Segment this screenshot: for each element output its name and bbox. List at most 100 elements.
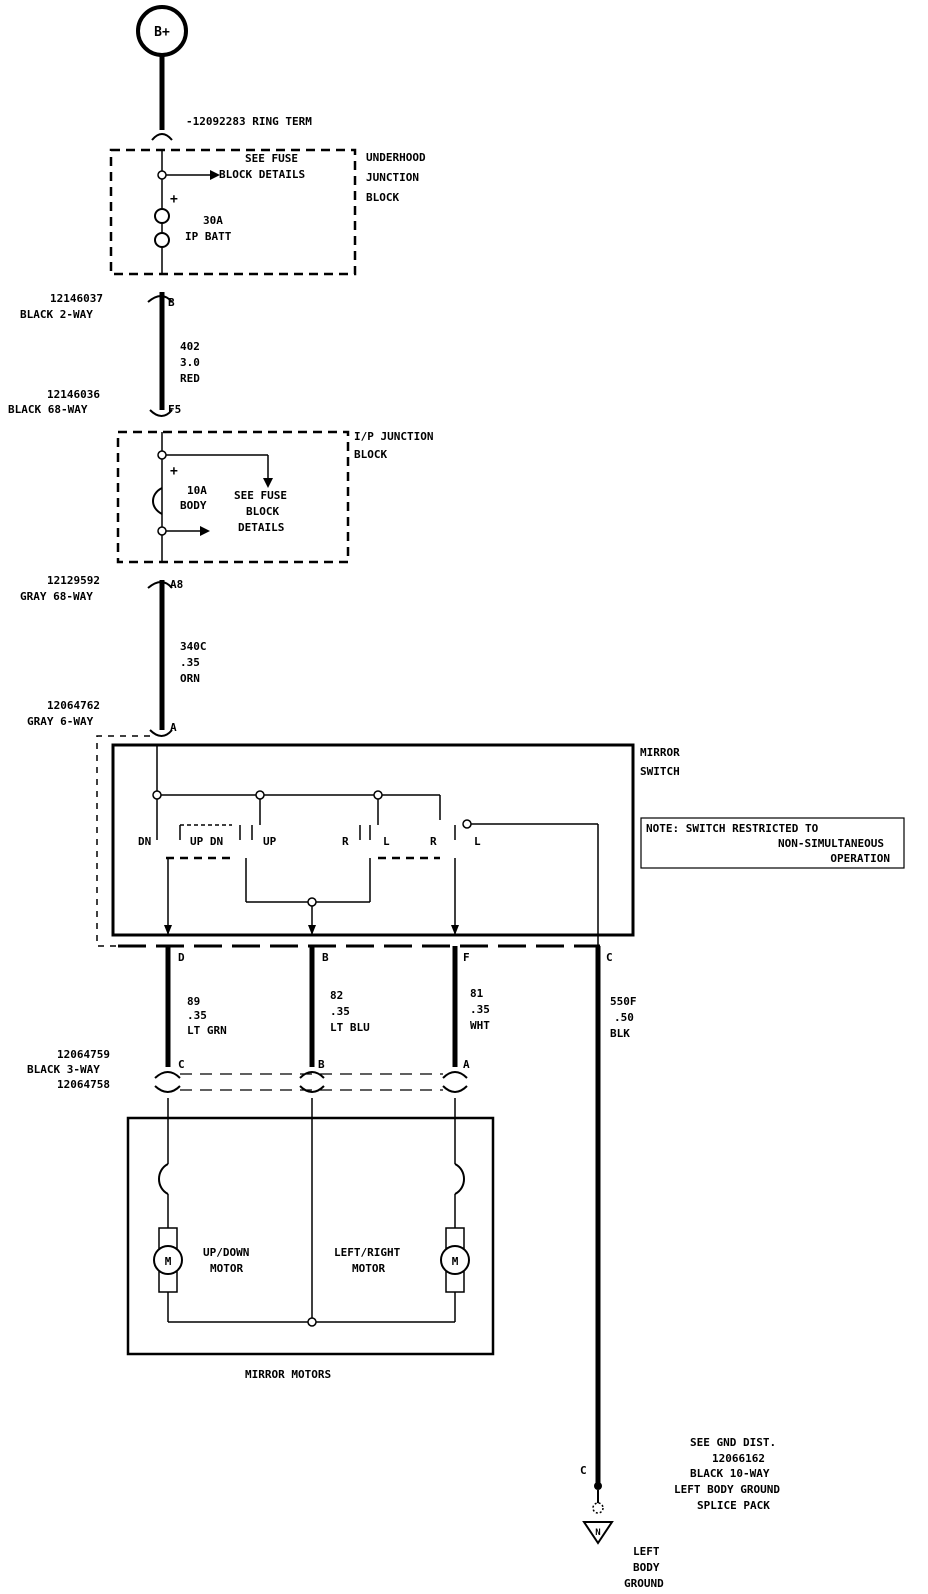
conn-a8-desc: GRAY 68-WAY [20,590,93,603]
ring-term-label: -12092283 RING TERM [186,115,312,128]
underhood-title-1: UNDERHOOD [366,151,426,164]
battery-positive-source: B+ [136,5,188,57]
leftright-motor-symbol: M [452,1255,459,1268]
fuse-30a-icon [154,208,170,224]
wire-402-size: 3.0 [180,356,200,369]
fuse-10a-icon [152,487,163,515]
ground-icon [582,1521,614,1545]
pin-f: F [463,951,470,964]
note-box: NOTE: SWITCH RESTRICTED TO NON-SIMULTANE… [640,817,905,869]
note-line-3: OPERATION [830,852,890,865]
ip-junction-block: + 10A BODY SEE FUSE BLOCK DETAILS I/P JU… [116,430,433,564]
note-line-2: NON-SIMULTANEOUS [778,837,884,850]
fuse-30a-rating: 30A [203,214,223,227]
wire-340c-color: ORN [180,672,200,685]
conn-f5-symbol [149,409,173,417]
mirror-switch: DN UP DN UP R L R L MIRROR SWITCH [96,735,680,948]
conn-3way-part2: 12064758 [57,1078,110,1091]
wire-550f-number: 550F [610,995,637,1008]
ground-see-3: BLACK 10-WAY [690,1467,770,1480]
conn-f5-pin: F5 [168,403,181,416]
underhood-title-2: JUNCTION [366,171,419,184]
updown-motor-icon [153,1245,183,1275]
conn-a8-part: 12129592 [47,574,100,587]
switch-label-l1: L [383,835,390,848]
conn-a-part: 12064762 [47,699,100,712]
updown-motor-label-2: MOTOR [210,1262,243,1275]
ground-see-2: 12066162 [712,1452,765,1465]
wire-340c-number: 340C [180,640,207,653]
underhood-title-3: BLOCK [366,191,399,204]
switch-label-dn: DN [138,835,151,848]
pin-b-switch: B [322,951,329,964]
conn-3way-pin-a: A [463,1058,470,1071]
note-line-1: NOTE: SWITCH RESTRICTED TO [646,822,819,835]
conn-b-pin: B [168,296,175,309]
pin-d: D [178,951,185,964]
mirror-switch-title-2: SWITCH [640,765,680,778]
switch-label-r2: R [430,835,437,848]
ground-pin-c: C [580,1464,587,1477]
conn-a-symbol [149,729,173,737]
conn-3way-desc: BLACK 3-WAY [27,1063,100,1076]
underhood-see-fuse-2: BLOCK DETAILS [219,168,305,181]
plus-mark: + [170,192,178,207]
conn-3way-part1: 12064759 [57,1048,110,1061]
wire-89-size: .35 [187,1009,207,1022]
ground-label-1: LEFT [633,1545,660,1558]
underhood-junction-block: + SEE FUSE BLOCK DETAILS 30A IP BATT UND… [109,148,426,276]
wire-81-size: .35 [470,1003,490,1016]
wire-82-size: .35 [330,1005,350,1018]
updown-motor-label-1: UP/DOWN [203,1246,249,1259]
conn-3way-pin-b: B [318,1058,325,1071]
conn-b-desc: BLACK 2-WAY [20,308,93,321]
wire-340c-size: .35 [180,656,200,669]
ground-symbol-letter: N [595,1528,600,1538]
ip-see-fuse-1: SEE FUSE [234,489,287,502]
mirror-motors-caption: MIRROR MOTORS [245,1368,331,1381]
conn-a-desc: GRAY 6-WAY [27,715,94,728]
wire-82-color: LT BLU [330,1021,370,1034]
wire-402-color: RED [180,372,200,385]
ring-term-symbol [151,133,173,141]
ground-label-2: BODY [633,1561,660,1574]
mirror-switch-title-1: MIRROR [640,746,680,759]
pin-c-switch: C [606,951,613,964]
wire-81-color: WHT [470,1019,490,1032]
ground-see-1: SEE GND DIST. [690,1436,776,1449]
left-body-ground: N C SEE GND DIST. 12066162 BLACK 10-WAY … [580,1436,780,1590]
updown-motor-symbol: M [165,1255,172,1268]
conn-a8-pin: A8 [170,578,183,591]
leftright-motor-label-1: LEFT/RIGHT [334,1246,401,1259]
ip-see-fuse-3: DETAILS [238,521,284,534]
conn-f5-part: 12146036 [47,388,100,401]
battery-positive-label: B+ [154,25,170,40]
ground-label-3: GROUND [624,1577,664,1590]
underhood-see-fuse-1: SEE FUSE [245,152,298,165]
conn-f5-desc: BLACK 68-WAY [8,403,88,416]
leftright-motor-label-2: MOTOR [352,1262,385,1275]
fuse-10a-rating: 10A [187,484,207,497]
switch-label-up-dn: UP DN [190,835,223,848]
ip-see-fuse-2: BLOCK [246,505,279,518]
ground-see-5: SPLICE PACK [697,1499,770,1512]
fuse-10a-name: BODY [180,499,207,512]
mirror-motors: M M UP/DOWN MOTOR LEFT/RIGHT MOTOR MIRRO… [126,1098,495,1381]
switch-label-r1: R [342,835,349,848]
ip-title-1: I/P JUNCTION [354,430,433,443]
wire-82-number: 82 [330,989,343,1002]
wire-550f-color: BLK [610,1027,630,1040]
wire-89-color: LT GRN [187,1024,227,1037]
conn-3way-pin-c: C [178,1058,185,1071]
fuse-30a-name: IP BATT [185,230,232,243]
three-way-connector: 12064759 BLACK 3-WAY 12064758 C B A [27,1048,470,1093]
wire-550f-size: .50 [614,1011,634,1024]
ip-plus-mark: + [170,464,178,479]
ground-see-4: LEFT BODY GROUND [674,1483,780,1496]
wire-402-number: 402 [180,340,200,353]
conn-a-pin: A [170,721,177,734]
wire-89-number: 89 [187,995,200,1008]
switch-label-up: UP [263,835,277,848]
ip-title-2: BLOCK [354,448,387,461]
wire-81-number: 81 [470,987,484,1000]
